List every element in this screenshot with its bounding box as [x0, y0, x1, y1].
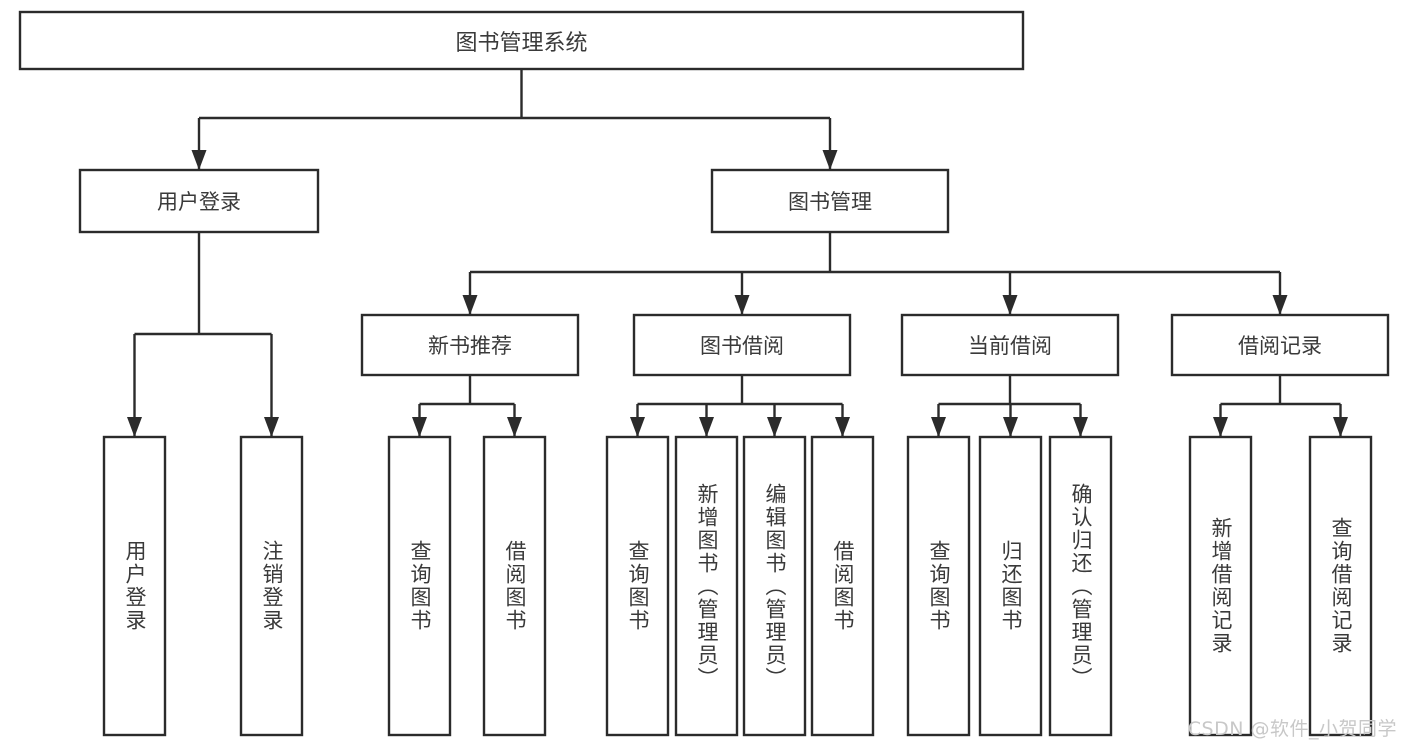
arrow-head-icon	[462, 295, 478, 315]
arrow-head-icon	[767, 417, 782, 437]
arrow-head-icon	[734, 295, 750, 315]
node-图书管理-box[interactable]	[710, 168, 950, 234]
node-图书借阅-box[interactable]	[632, 313, 852, 377]
arrow-head-icon	[127, 417, 142, 437]
leaf-box[interactable]	[978, 435, 1043, 737]
node-当前借阅-box[interactable]	[900, 313, 1120, 377]
node-新书推荐-box[interactable]	[360, 313, 580, 377]
leaf-box[interactable]	[605, 435, 670, 737]
arrow-head-icon	[264, 417, 279, 437]
arrow-head-icon	[1213, 417, 1228, 437]
leaf-box[interactable]	[482, 435, 547, 737]
leaf-box[interactable]	[906, 435, 971, 737]
leaf-box[interactable]	[239, 435, 304, 737]
node-用户登录-box[interactable]	[78, 168, 320, 234]
leaf-box[interactable]	[1048, 435, 1113, 737]
arrow-head-icon	[931, 417, 946, 437]
arrow-head-icon	[630, 417, 645, 437]
arrow-head-icon	[412, 417, 427, 437]
node-root-box[interactable]	[18, 10, 1025, 71]
leaf-box[interactable]	[102, 435, 167, 737]
leaf-box[interactable]	[387, 435, 452, 737]
arrow-head-icon	[699, 417, 714, 437]
arrow-head-icon	[1003, 417, 1018, 437]
arrow-head-icon	[1002, 295, 1018, 315]
leaf-box[interactable]	[810, 435, 875, 737]
leaf-box[interactable]	[1188, 435, 1253, 737]
arrow-head-icon	[1272, 295, 1288, 315]
leaf-box[interactable]	[1308, 435, 1373, 737]
arrow-head-icon	[822, 150, 838, 170]
arrow-head-icon	[507, 417, 522, 437]
leaf-box[interactable]	[674, 435, 739, 737]
arrow-head-icon	[1073, 417, 1088, 437]
node-借阅记录-box[interactable]	[1170, 313, 1390, 377]
leaf-box[interactable]	[742, 435, 807, 737]
arrow-head-icon	[835, 417, 850, 437]
watermark-text: CSDN @软件_小贺同学	[1187, 718, 1397, 740]
arrow-head-icon	[191, 150, 207, 170]
arrow-head-icon	[1333, 417, 1348, 437]
